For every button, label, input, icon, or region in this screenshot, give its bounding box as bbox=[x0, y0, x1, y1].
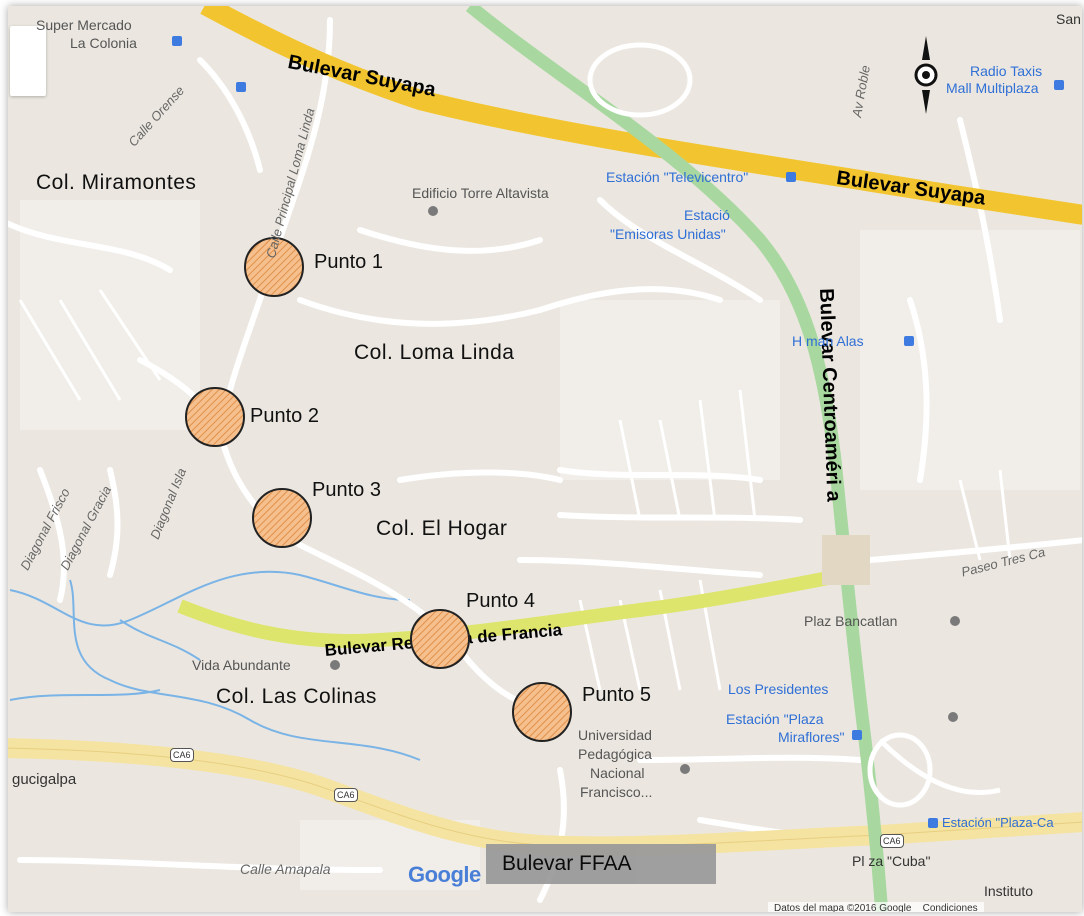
poi-super-mercado-line2: La Colonia bbox=[70, 35, 137, 51]
punto-2-marker bbox=[185, 387, 245, 447]
zoom-control[interactable] bbox=[10, 26, 46, 96]
ca6-shield: CA6 bbox=[170, 748, 194, 762]
label-punto-2: Punto 2 bbox=[250, 405, 319, 427]
poi-san: San bbox=[1056, 11, 1081, 27]
bulevar-ffaa-box: Bulevar FFAA bbox=[486, 844, 716, 884]
church-icon bbox=[330, 660, 340, 670]
taxi-icon bbox=[1054, 80, 1064, 90]
label-punto-1: Punto 1 bbox=[314, 251, 383, 273]
bus-stop-icon bbox=[852, 730, 862, 740]
poi-torre-altavista: Edificio Torre Altavista bbox=[412, 185, 549, 201]
bulevar-suyapa-line bbox=[200, 6, 1082, 225]
label-punto-5: Punto 5 bbox=[582, 684, 651, 706]
city-blocks bbox=[20, 200, 1080, 890]
punto-markers bbox=[185, 237, 572, 742]
poi-radio-taxis-line2: Mall Multiplaza bbox=[946, 80, 1039, 96]
ca6-shield: CA6 bbox=[880, 834, 904, 848]
north-arrow-icon bbox=[914, 36, 938, 114]
poi-upn-line2: Pedagógica bbox=[578, 746, 652, 762]
label-col-las-colinas: Col. Las Colinas bbox=[216, 685, 377, 708]
punto-3-marker bbox=[252, 488, 312, 548]
punto-5-marker bbox=[512, 682, 572, 742]
poi-honduras-alas: H man Alas bbox=[792, 333, 864, 349]
cart-icon bbox=[172, 36, 182, 46]
terms-link[interactable]: Condiciones bbox=[922, 903, 978, 912]
bulevar-francia-line bbox=[177, 565, 862, 648]
building-icon bbox=[236, 82, 246, 92]
map-canvas[interactable]: Bulevar Suyapa Bulevar Suyapa Bulevar Ce… bbox=[8, 6, 1082, 912]
poi-vida-abundante: Vida Abundante bbox=[192, 657, 291, 673]
label-col-el-hogar: Col. El Hogar bbox=[376, 517, 508, 540]
bank-icon bbox=[950, 616, 960, 626]
punto-1-marker bbox=[244, 237, 304, 297]
label-calle-amapala: Calle Amapala bbox=[240, 861, 331, 877]
bus-stop-icon bbox=[928, 818, 938, 828]
attribution-text: Datos del mapa ©2016 Google bbox=[774, 903, 912, 912]
poi-estacion-miraflores-line1: Estación "Plaza bbox=[726, 711, 824, 727]
poi-upn-line1: Universidad bbox=[578, 727, 652, 743]
poi-estacion-miraflores-line2: Miraflores" bbox=[778, 729, 845, 745]
bus-stop-icon bbox=[786, 172, 796, 182]
label-col-miramontes: Col. Miramontes bbox=[36, 171, 197, 194]
punto-4-marker bbox=[410, 609, 470, 669]
interchange bbox=[587, 42, 1001, 808]
poi-upn-line4: Francisco... bbox=[580, 784, 653, 800]
poi-plaza-bancatlan: Plaz Bancatlan bbox=[804, 613, 898, 629]
bus-stop-icon bbox=[904, 336, 914, 346]
poi-instituto: Instituto bbox=[984, 883, 1034, 899]
poi-estacion-plaza-ca: Estación "Plaza-Ca bbox=[942, 815, 1054, 830]
poi-estacion-televicentro: Estación "Televicentro" bbox=[606, 169, 749, 185]
ca6-shield: CA6 bbox=[334, 788, 358, 802]
poi-radio-taxis-line1: Radio Taxis bbox=[970, 63, 1043, 79]
plaza-block bbox=[822, 535, 870, 585]
poi-tegucigalpa: gucigalpa bbox=[12, 771, 77, 788]
poi-estacion-emisoras-line2: "Emisoras Unidas" bbox=[610, 226, 726, 242]
label-bulevar-ffaa: Bulevar FFAA bbox=[502, 852, 632, 875]
river-lines bbox=[9, 570, 421, 761]
poi-super-mercado-line1: Super Mercado bbox=[36, 17, 132, 33]
label-punto-4: Punto 4 bbox=[466, 590, 535, 612]
poi-upn-line3: Nacional bbox=[590, 765, 645, 781]
building-icon bbox=[428, 206, 438, 216]
poi-plaza-cuba: Pl za "Cuba" bbox=[852, 853, 931, 869]
poi-los-presidentes: Los Presidentes bbox=[728, 681, 829, 697]
shopping-icon bbox=[948, 712, 958, 722]
map-attribution: Datos del mapa ©2016 Google Condiciones bbox=[768, 902, 984, 912]
google-logo: Google bbox=[408, 862, 481, 888]
google-logo-text: Google bbox=[408, 862, 481, 887]
poi-estacion-emisoras-line1: Estació bbox=[684, 207, 730, 223]
label-col-loma-linda: Col. Loma Linda bbox=[354, 341, 515, 364]
label-punto-3: Punto 3 bbox=[312, 479, 381, 501]
school-icon bbox=[680, 764, 690, 774]
